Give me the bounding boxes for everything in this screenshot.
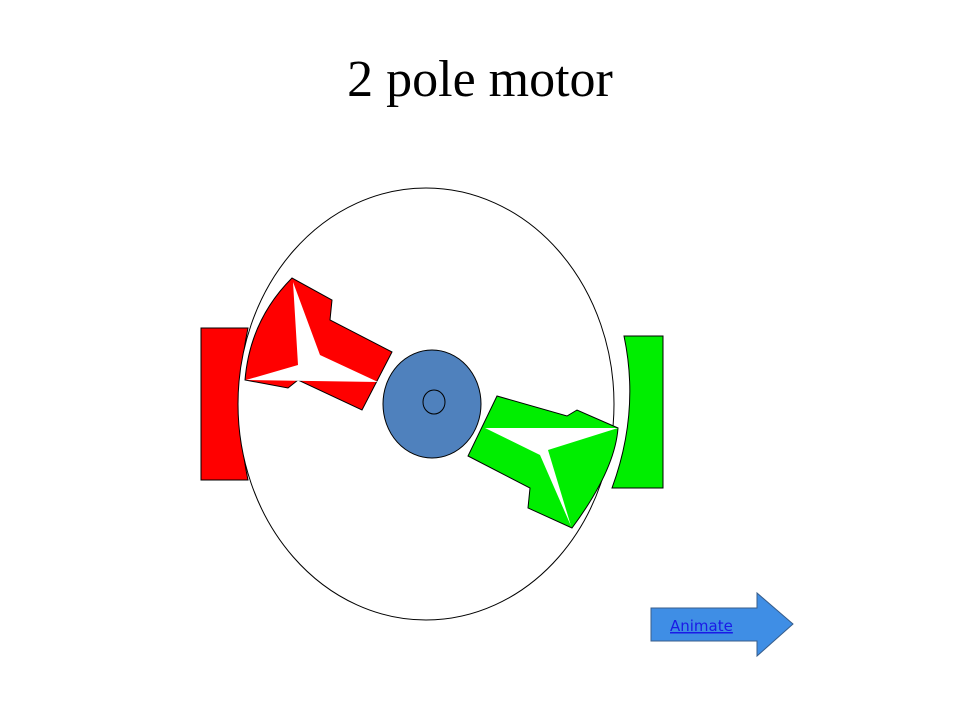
red-pole-arrow xyxy=(246,282,378,382)
green-armature-pole xyxy=(467,395,619,529)
rotor-shaft xyxy=(422,389,446,415)
animate-arrow-shape[interactable] xyxy=(650,591,794,658)
slide-title: 2 pole motor xyxy=(347,51,613,108)
green-pole-arrow xyxy=(485,428,618,526)
right-stator-magnet xyxy=(611,335,664,489)
animate-button-label[interactable]: Animate xyxy=(670,617,733,635)
rotor-hub xyxy=(382,349,482,459)
red-armature-pole xyxy=(244,277,393,411)
animate-button[interactable]: Animate xyxy=(650,591,794,658)
